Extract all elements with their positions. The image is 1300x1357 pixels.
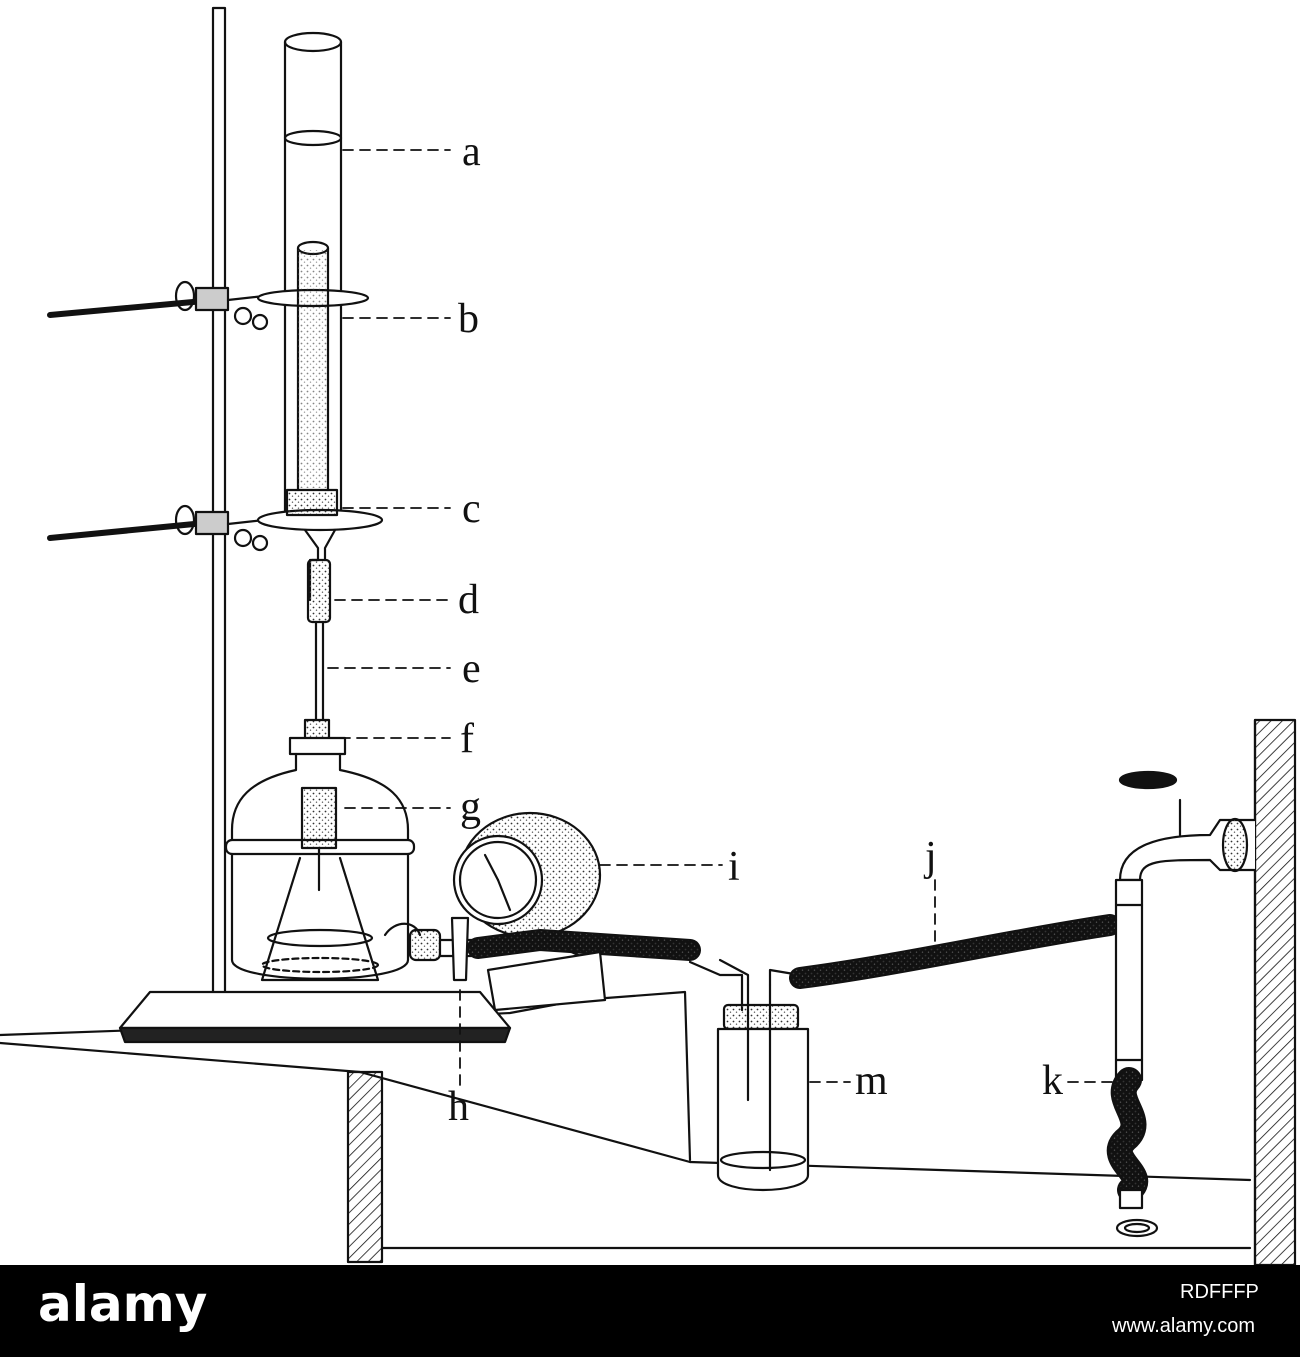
label-m: m <box>855 1058 888 1104</box>
label-k: k <box>1042 1058 1063 1104</box>
label-f: f <box>460 716 474 762</box>
label-i: i <box>728 844 740 890</box>
inner-tube <box>296 240 330 492</box>
image-id: RDFFFP <box>1180 1281 1259 1303</box>
watermark-footer: alamy RDFFFP www.alamy.com <box>0 1265 1300 1357</box>
label-c: c <box>462 486 481 532</box>
rubber-tube-left <box>467 929 744 1012</box>
bell-jar <box>224 718 416 892</box>
vacuum-gauge <box>452 811 602 962</box>
faucet <box>1108 770 1257 1082</box>
leader-lines <box>327 149 1113 1086</box>
rubber-tube-right <box>789 914 1121 989</box>
apparatus-drawing: a b c d e f g h i j k m <box>0 6 1297 1265</box>
label-d: d <box>458 577 479 623</box>
retort-stand <box>47 6 512 1044</box>
label-e: e <box>462 646 481 692</box>
flask <box>230 852 410 982</box>
alamy-logo: alamy <box>38 1275 208 1333</box>
footer-url: www.alamy.com <box>1112 1315 1255 1337</box>
label-a: a <box>462 129 481 175</box>
wash-bottle <box>716 958 810 1192</box>
drain-hose <box>1106 1067 1159 1238</box>
bench <box>0 990 1252 1264</box>
label-h: h <box>448 1084 469 1130</box>
stopcock <box>383 916 480 982</box>
connecting-tube <box>303 528 337 722</box>
label-g: g <box>460 784 481 830</box>
label-j: j <box>923 834 937 880</box>
apparatus-figure: a b c d e f g h i j k m <box>0 6 1297 1265</box>
wall <box>1253 718 1297 1265</box>
label-b: b <box>458 296 479 342</box>
support-block <box>486 950 607 1012</box>
